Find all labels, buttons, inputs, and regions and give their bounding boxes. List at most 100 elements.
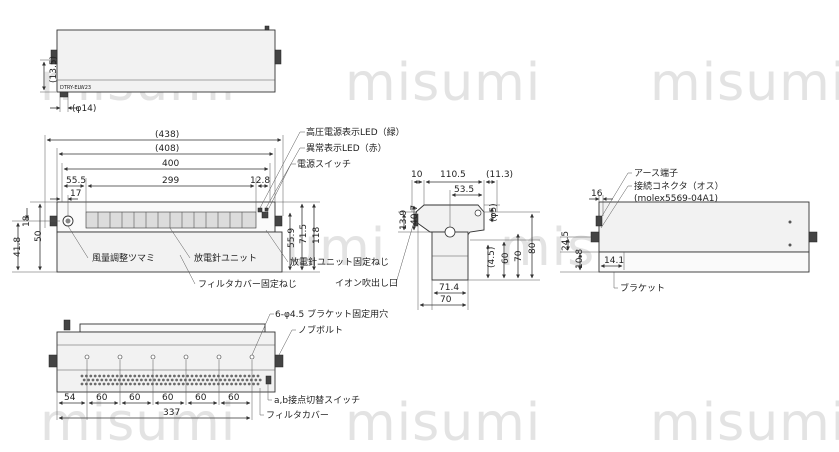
filter-hole [109, 378, 112, 382]
airflow-knob-center [65, 218, 71, 224]
callout-hv-led: 高圧電源表示LED（緑） [306, 126, 405, 138]
dim-rear-14-1: 14.1 [604, 256, 624, 266]
filter-hole [252, 382, 256, 386]
side-pivot-circle [444, 226, 456, 238]
bottom-top-rib [79, 323, 266, 333]
rear-bracket [598, 251, 810, 273]
filter-hole [217, 382, 220, 386]
filter-hole [137, 382, 141, 386]
filter-hole [107, 382, 110, 386]
filter-hole [164, 382, 168, 386]
dim-side-4-5: (4.5) [487, 247, 497, 268]
filter-hole [199, 374, 203, 378]
filter-hole [151, 382, 154, 386]
hv-led-icon [257, 207, 263, 213]
filter-hole [85, 382, 88, 386]
filter-hole [221, 374, 225, 378]
filter-hole [155, 382, 159, 386]
dim-438: (438) [155, 130, 179, 140]
power-switch-icon [261, 211, 269, 219]
filter-hole [219, 378, 223, 382]
filter-hole [115, 374, 119, 378]
filter-hole [186, 374, 190, 378]
callout-needle-unit: 放電針ユニット [194, 252, 257, 264]
top-right-knob [274, 49, 282, 65]
bracket-hole-icons [84, 354, 255, 360]
dim-400: 400 [162, 159, 179, 169]
dim-17: 17 [70, 189, 81, 199]
filter-hole [247, 382, 251, 386]
callout-err-led: 異常表示LED（赤） [306, 142, 387, 154]
dim-299: 299 [162, 176, 179, 186]
filter-hole [247, 374, 251, 378]
filter-hole [98, 382, 101, 386]
filter-hole [98, 374, 101, 378]
dim-top-phi: (φ14) [72, 104, 96, 114]
filter-hole [107, 374, 110, 378]
dim-50: 50 [34, 230, 44, 242]
dim-side-11-3: (11.3) [486, 170, 513, 180]
dim-408: (408) [155, 144, 179, 154]
filter-hole [146, 374, 150, 378]
filter-hole [252, 374, 256, 378]
callout-connector: 接続コネクタ（オス） [634, 180, 724, 192]
filter-hole [102, 382, 106, 386]
filter-hole [190, 382, 194, 386]
filter-hole [243, 374, 247, 378]
callout-ab-switch: a,b接点切替スイッチ [274, 394, 360, 406]
filter-hole [195, 374, 198, 378]
filter-hole [254, 378, 258, 382]
filter-hole [93, 382, 97, 386]
filter-hole [201, 378, 205, 382]
filter-hole [124, 374, 128, 378]
filter-hole [164, 374, 168, 378]
filter-hole [256, 382, 260, 386]
filter-hole [181, 382, 185, 386]
filter-hole [93, 374, 97, 378]
filter-hole [162, 378, 165, 382]
filter-hole [175, 378, 179, 382]
filter-hole [133, 374, 137, 378]
filter-hole [159, 374, 163, 378]
filter-hole [129, 382, 132, 386]
ab-switch-icon [265, 375, 272, 385]
filter-hole [234, 374, 238, 378]
filter-hole [236, 378, 240, 382]
dim-bottom-54: 54 [64, 393, 76, 403]
rear-view: 16 24.5 10.8 14.1 アース端子 接続コネクタ（オス） (mole… [560, 167, 818, 294]
callout-airflow-knob: 風量調整ツマミ [92, 252, 155, 264]
filter-hole [118, 378, 121, 382]
dim-bottom-60c: 60 [162, 393, 174, 403]
callout-bracket-holes: 6-φ4.5 ブラケット固定用穴 [275, 308, 388, 320]
filter-hole [181, 374, 185, 378]
filter-hole [168, 382, 172, 386]
filter-hole [122, 378, 126, 382]
callout-knob-bolt: ノブボルト [298, 324, 343, 336]
filter-hole [120, 374, 123, 378]
dim-41-8: 41.8 [13, 237, 23, 257]
filter-hole [245, 378, 249, 382]
callout-bracket: ブラケット [620, 282, 665, 294]
top-earth-terminal [59, 91, 69, 98]
filter-hole [168, 374, 172, 378]
dim-side-80: 80 [528, 242, 538, 254]
earth-terminal-icon [595, 215, 603, 227]
filter-hole [129, 374, 132, 378]
dim-bottom-337: 337 [163, 408, 180, 418]
filter-hole [230, 374, 234, 378]
dim-side-10: 10 [411, 170, 423, 180]
dim-18: 18 [22, 215, 32, 227]
callout-molex: (molex5569-04A1) [634, 194, 718, 204]
callout-filter-cover: フィルタカバー [266, 410, 329, 421]
filter-hole [137, 374, 141, 378]
callout-earth: アース端子 [634, 167, 678, 179]
dim-top-height: (13.5) [49, 56, 59, 83]
filter-hole [210, 378, 214, 382]
filter-hole [166, 378, 170, 382]
dim-side-40-7: 40.7 [410, 205, 420, 225]
dim-118: 118 [312, 227, 322, 244]
dim-side-53-5: 53.5 [454, 185, 474, 195]
bottom-left-knob-bolt [48, 354, 58, 368]
filter-hole [177, 382, 181, 386]
